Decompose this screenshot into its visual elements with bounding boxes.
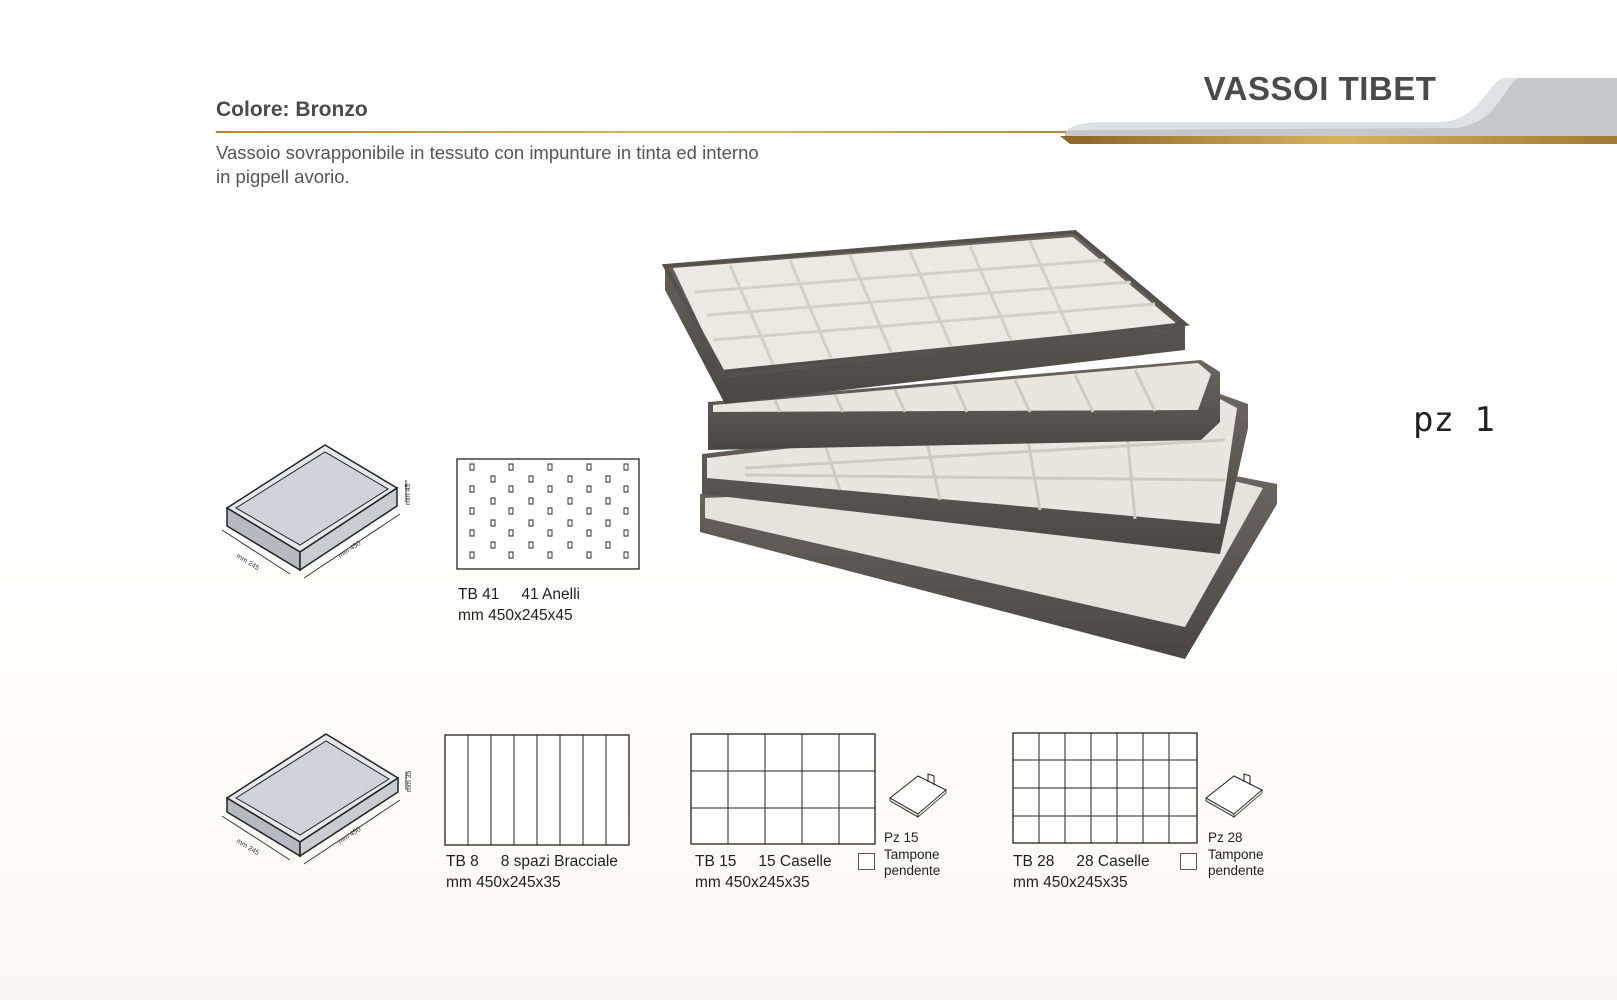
product-photo-stacked-trays [661, 229, 1277, 659]
caption-tb15: TB 15 15 Caselle mm 450x245x35 [695, 851, 832, 893]
note-tb28-line3: pendente [1208, 863, 1265, 878]
pendant-pad-icon [889, 773, 947, 818]
dim-depth-tb41: mm 245 [235, 553, 260, 572]
layout-drawing-tb8 [444, 734, 630, 846]
title-ribbon [1060, 78, 1617, 144]
note-tb28-qty: Pz 28 [1208, 830, 1243, 845]
label-tb28: 28 Caselle [1076, 853, 1150, 870]
code-tb41: TB 41 [458, 586, 500, 603]
code-tb8: TB 8 [446, 853, 479, 870]
dim-depth-35: mm 245 [235, 838, 260, 857]
note-tb28-line2: Tampone [1208, 846, 1264, 862]
label-tb8: 8 spazi Bracciale [500, 853, 618, 870]
note-tb15: Pz 15 Tampone pendente [884, 830, 940, 880]
size-tb28: mm 450x245x35 [1013, 874, 1128, 891]
tray-drawing-35mm: mm 245 mm 450 mm 35 [221, 733, 413, 865]
color-label: Colore: Bronzo [216, 98, 368, 121]
size-tb41: mm 450x245x45 [458, 607, 573, 624]
code-tb28: TB 28 [1013, 853, 1055, 870]
ring-slot-icon [469, 463, 629, 559]
page-title: VASSOI TIBET [1203, 70, 1437, 107]
layout-drawing-tb41 [456, 458, 640, 570]
note-tb15-line2: Tampone [884, 846, 940, 862]
size-tb8: mm 450x245x35 [446, 874, 561, 891]
note-tb28: Pz 28 Tampone pendente [1208, 830, 1264, 880]
caption-tb28: TB 28 28 Caselle mm 450x245x35 [1013, 851, 1150, 893]
option-checkbox-tb15[interactable] [858, 853, 875, 870]
divider-line [216, 131, 1066, 133]
code-tb15: TB 15 [695, 853, 737, 870]
description-line-1: Vassoio sovrapponibile in tessuto con im… [216, 142, 759, 163]
tray-drawing-tb41: mm 245 mm 450 mm 45 [221, 444, 412, 579]
pendant-pad-icon [1205, 773, 1263, 818]
description-line-2: in pigpell avorio. [216, 166, 350, 187]
dim-height-35: mm 35 [406, 771, 413, 793]
label-tb41: 41 Anelli [521, 586, 580, 603]
quantity-label: pz 1 [1413, 400, 1495, 440]
caption-tb41: TB 41 41 Anelli mm 450x245x45 [458, 584, 580, 626]
caption-tb8: TB 8 8 spazi Bracciale mm 450x245x35 [446, 851, 618, 893]
label-tb15: 15 Caselle [758, 853, 832, 870]
option-checkbox-tb28[interactable] [1180, 853, 1197, 870]
size-tb15: mm 450x245x35 [695, 874, 810, 891]
note-tb15-line3: pendente [884, 863, 941, 878]
description: Vassoio sovrapponibile in tessuto con im… [216, 141, 836, 189]
note-tb15-qty: Pz 15 [884, 830, 919, 845]
layout-drawing-tb28 [1012, 732, 1198, 844]
dim-height-tb41: mm 45 [405, 484, 412, 506]
layout-drawing-tb15 [690, 733, 876, 845]
